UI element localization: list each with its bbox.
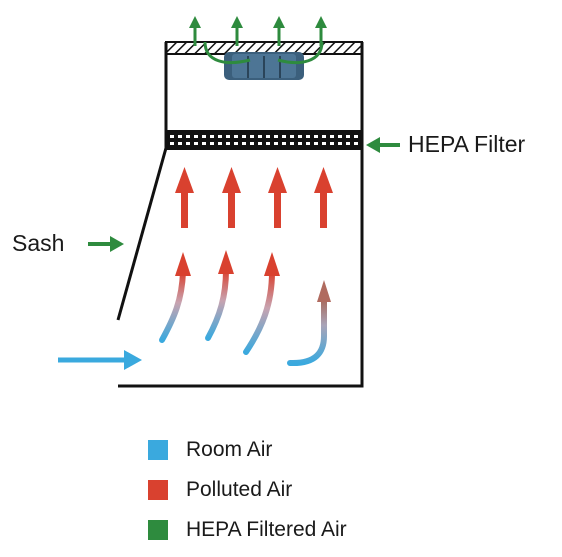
sash xyxy=(116,147,168,321)
legend-item-hepa-filtered-air: HEPA Filtered Air xyxy=(148,516,347,544)
legend: Room Air Polluted Air HEPA Filtered Air xyxy=(148,436,347,556)
legend-label: Polluted Air xyxy=(186,478,293,501)
sash-label: Sash xyxy=(12,230,65,256)
hepa-filter-label: HEPA Filter xyxy=(408,131,526,157)
sash-callout-arrow xyxy=(88,236,124,252)
hepa-callout-arrow xyxy=(366,137,400,153)
legend-label: Room Air xyxy=(186,438,273,461)
hepa-filter xyxy=(165,130,363,150)
room-air-entry-arrow xyxy=(58,350,142,370)
legend-label: HEPA Filtered Air xyxy=(186,518,347,541)
legend-swatch xyxy=(148,440,168,460)
filtered-air-flow xyxy=(189,16,327,64)
legend-swatch xyxy=(148,480,168,500)
polluted-air-arrows xyxy=(175,167,333,228)
blower-fan xyxy=(224,52,304,80)
legend-item-room-air: Room Air xyxy=(148,436,347,464)
legend-item-polluted-air: Polluted Air xyxy=(148,476,347,504)
room-air-inflow-curves xyxy=(159,250,331,367)
legend-swatch xyxy=(148,520,168,540)
